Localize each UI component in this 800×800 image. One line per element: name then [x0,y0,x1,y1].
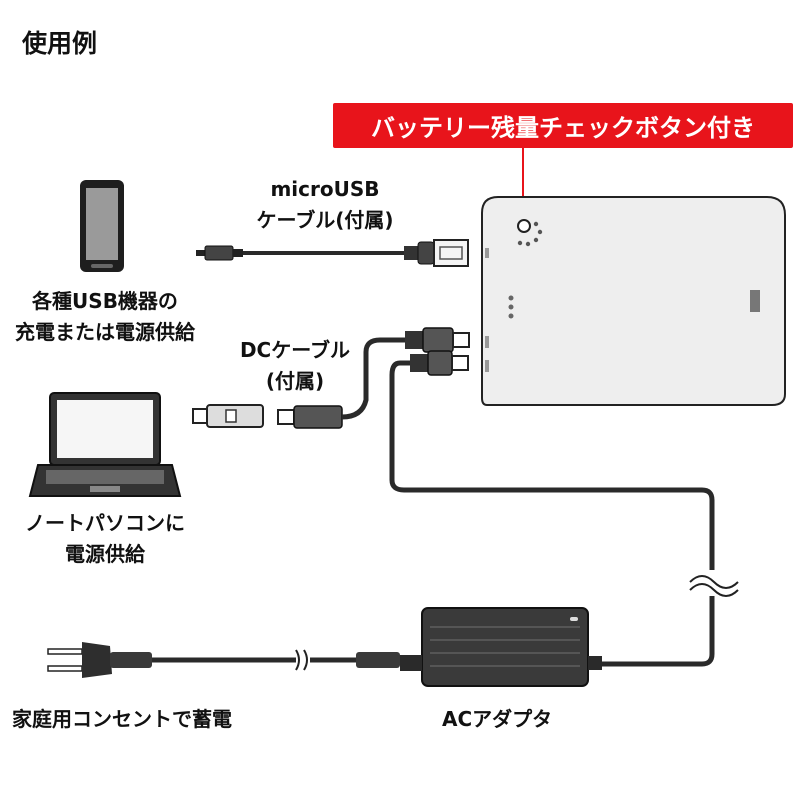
laptop-icon [28,392,182,497]
smartphone-icon [80,180,124,272]
laptop-line1: ノートパソコンに [25,511,185,535]
ac-adapter-label: ACアダプタ [442,707,553,731]
battery-check-button-icon[interactable] [517,219,531,233]
microusb-cable-label: microUSB ケーブル(付属) [245,174,405,236]
page-title: 使用例 [22,29,98,58]
ac-adapter-icon [400,607,602,687]
dc-cable-icon [192,327,470,429]
usb-devices-line1: 各種USB機器の [32,289,178,313]
battery-check-callout: バッテリー残量チェックボタン付き [333,103,793,148]
home-outlet-label: 家庭用コンセントで蓄電 [12,707,232,731]
laptop-power-label: ノートパソコンに 電源供給 [10,508,200,570]
usb-devices-line2: 充電または電源供給 [15,320,195,344]
dc-cable-label: DCケーブル (付属) [220,335,370,397]
laptop-line2: 電源供給 [65,542,145,566]
microusb-label-line2: ケーブル(付属) [256,208,394,232]
microusb-cable-icon [196,239,469,267]
dc-label-line1: DCケーブル [239,338,351,362]
battery-unit-icon [481,196,786,406]
microusb-label-line1: microUSB [270,177,380,201]
dc-label-line2: (付属) [265,369,325,393]
usb-devices-label: 各種USB機器の 充電または電源供給 [0,286,210,348]
power-plug-icon [47,642,400,678]
ac-output-cable-icon [389,350,739,667]
